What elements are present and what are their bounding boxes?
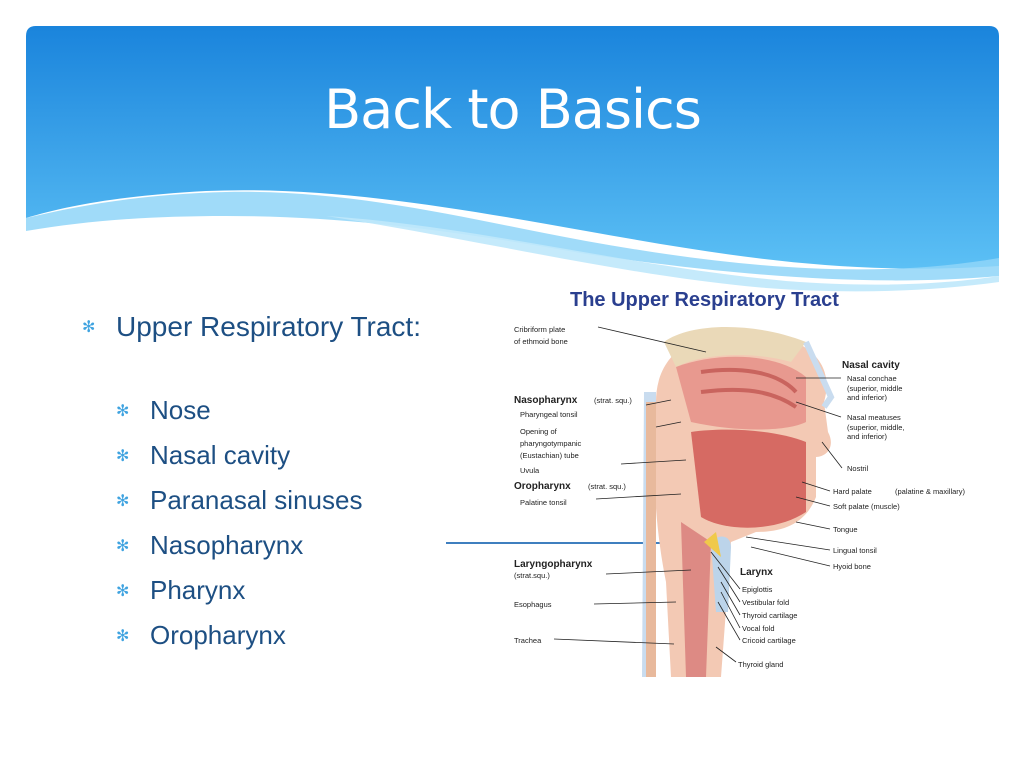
bullet-list: ✻ Upper Respiratory Tract: ✻ Nose ✻ Nasa… <box>82 306 421 658</box>
label-laryngopharynx: Laryngopharynx <box>514 559 593 570</box>
label-opening: Opening of <box>520 427 558 436</box>
label-palatine-tonsil: Palatine tonsil <box>520 498 567 507</box>
sub-bullet: ✻ Oropharynx <box>116 613 421 658</box>
right-labels: Nasal cavity Nasal conchae (superior, mi… <box>738 360 966 669</box>
bullet-icon: ✻ <box>82 319 96 336</box>
label-pharyngeal-tonsil: Pharyngeal tonsil <box>520 410 578 419</box>
left-labels: Cribriform plate of ethmoid bone Nasopha… <box>514 325 632 645</box>
sub-bullet-text: Nose <box>150 395 211 425</box>
bullet-icon: ✻ <box>116 537 130 555</box>
sub-bullet: ✻ Nose <box>116 388 421 433</box>
label-nasal-meatuses: Nasal meatuses <box>847 413 901 422</box>
label-oropharynx: Oropharynx <box>514 481 571 492</box>
sub-bullet: ✻ Nasopharynx <box>116 523 421 568</box>
bullet-icon: ✻ <box>116 402 130 420</box>
label-nasopharynx: Nasopharynx <box>514 395 578 406</box>
sub-bullet-text: Paranasal sinuses <box>150 485 363 515</box>
label-nasopharynx-note: (strat. squ.) <box>594 396 632 405</box>
label-uvula: Uvula <box>520 466 540 475</box>
label-hyoid-bone: Hyoid bone <box>833 562 871 571</box>
label-cribriform: Cribriform plate <box>514 325 565 334</box>
title-banner <box>26 26 999 296</box>
bullet-icon: ✻ <box>116 627 130 645</box>
label-conchae-note-2: and inferior) <box>847 393 888 402</box>
main-bullet: ✻ Upper Respiratory Tract: <box>82 306 421 348</box>
figure-title: The Upper Respiratory Tract <box>570 289 839 311</box>
sub-bullet-text: Pharynx <box>150 575 246 605</box>
label-tongue: Tongue <box>833 525 858 534</box>
label-nostril: Nostril <box>847 464 869 473</box>
label-nasal-cavity: Nasal cavity <box>842 360 900 371</box>
pointer-line <box>446 542 696 544</box>
label-oropharynx-note: (strat. squ.) <box>588 482 626 491</box>
label-hard-palate-note: (palatine & maxillary) <box>895 487 966 496</box>
label-trachea: Trachea <box>514 636 542 645</box>
label-soft-palate: Soft palate (muscle) <box>833 502 900 511</box>
sub-bullet: ✻ Nasal cavity <box>116 433 421 478</box>
main-bullet-text: Upper Respiratory Tract: <box>116 311 421 342</box>
label-eustachian: (Eustachian) tube <box>520 451 579 460</box>
label-vocal-fold: Vocal fold <box>742 624 775 633</box>
label-meatuses-note-2: and inferior) <box>847 432 888 441</box>
head-illustration <box>642 327 835 677</box>
label-pharyngotympanic: pharyngotympanic <box>520 439 582 448</box>
label-conchae-note-1: (superior, middle <box>847 384 902 393</box>
label-cricoid-cartilage: Cricoid cartilage <box>742 636 796 645</box>
label-nasal-conchae: Nasal conchae <box>847 374 897 383</box>
label-laryngopharynx-note: (strat.squ.) <box>514 571 550 580</box>
label-thyroid-cartilage: Thyroid cartilage <box>742 611 797 620</box>
label-lingual-tonsil: Lingual tonsil <box>833 546 877 555</box>
label-epiglottis: Epiglottis <box>742 585 773 594</box>
leader-lines <box>553 326 843 663</box>
sub-bullet: ✻ Paranasal sinuses <box>116 478 421 523</box>
sub-bullet-text: Nasal cavity <box>150 440 291 470</box>
slide-title: Back to Basics <box>324 78 702 141</box>
bullet-icon: ✻ <box>116 582 130 600</box>
label-vestibular-fold: Vestibular fold <box>742 598 789 607</box>
sub-bullet: ✻ Pharynx <box>116 568 421 613</box>
sub-bullet-text: Nasopharynx <box>150 530 304 560</box>
bullet-icon: ✻ <box>116 492 130 510</box>
sub-bullet-text: Oropharynx <box>150 620 286 650</box>
label-meatuses-note-1: (superior, middle, <box>847 423 905 432</box>
label-hard-palate: Hard palate <box>833 487 872 496</box>
label-larynx: Larynx <box>740 567 773 578</box>
label-esophagus: Esophagus <box>514 600 552 609</box>
bullet-icon: ✻ <box>116 447 130 465</box>
anatomy-figure: The Upper Respiratory Tract <box>506 282 976 678</box>
label-ethmoid: of ethmoid bone <box>514 337 568 346</box>
label-thyroid-gland: Thyroid gland <box>738 660 783 669</box>
